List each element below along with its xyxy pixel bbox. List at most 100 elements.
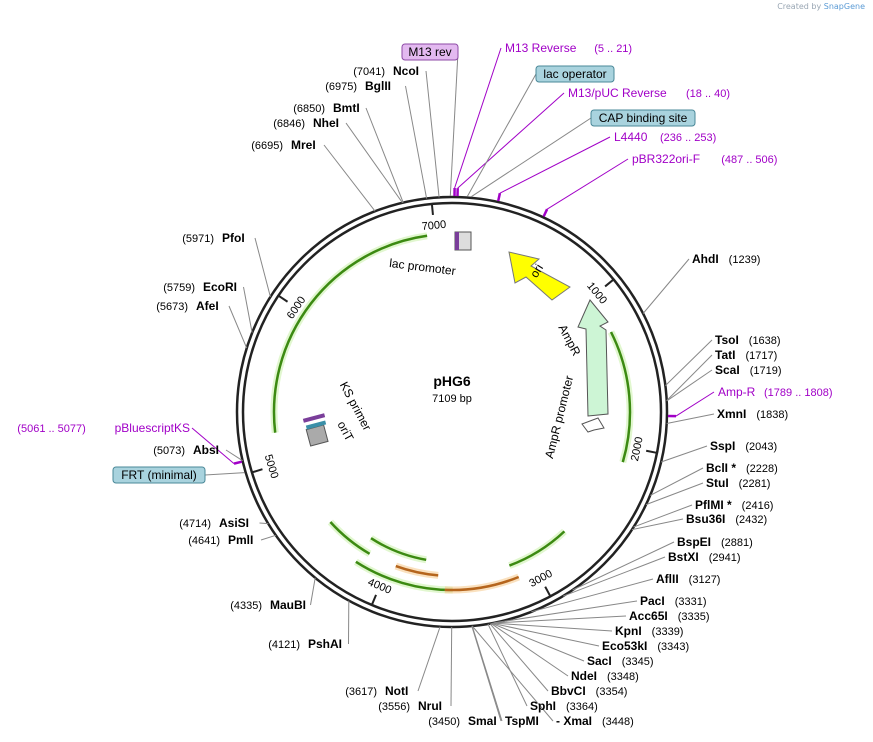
site-position: (3127) (689, 574, 721, 586)
site-name[interactable]: ScaI (715, 363, 740, 377)
site-name[interactable]: NruI (418, 699, 442, 713)
feature-label[interactable]: ori (527, 262, 546, 281)
primer-name[interactable]: L4440 (614, 130, 648, 144)
site-name[interactable]: PshAI (308, 637, 342, 651)
site-name[interactable]: PacI (640, 594, 665, 608)
primer-leader-line (675, 391, 715, 417)
ori-arrow[interactable] (508, 251, 571, 301)
site-name[interactable]: PfoI (222, 231, 245, 245)
site-leader-line (633, 504, 693, 528)
site-name[interactable]: AbsI (193, 443, 219, 457)
snapgene-brand[interactable]: SnapGene (823, 2, 865, 11)
site-name[interactable]: Eco53kI (602, 639, 647, 653)
primer-name[interactable]: M13 Reverse (505, 41, 577, 55)
site-name[interactable]: MreI (291, 138, 316, 152)
site-leader-line (254, 237, 271, 298)
site-name[interactable]: NheI (313, 116, 339, 130)
tick-label: 1000 (584, 280, 609, 307)
site-leader-line (493, 615, 627, 624)
plasmid-size: 7109 bp (432, 393, 472, 405)
site-position: (5073) (153, 445, 185, 457)
feature-box[interactable] (590, 109, 696, 127)
feature-arc-2[interactable] (355, 560, 453, 592)
feature-label[interactable]: lac promoter (389, 256, 457, 278)
site-position: (3339) (652, 626, 684, 638)
site-leader-line (492, 622, 613, 632)
feature-arc-3[interactable] (329, 521, 371, 555)
tick-mark (645, 449, 659, 455)
site-name[interactable]: KpnI (615, 624, 642, 638)
feature-box-label[interactable]: CAP binding site (599, 111, 688, 125)
feature-box[interactable] (535, 65, 615, 83)
primer-name[interactable]: Amp-R (718, 385, 756, 399)
site-name[interactable]: BglII (365, 79, 391, 93)
site-name[interactable]: Acc65I (629, 609, 668, 623)
site-name[interactable]: NdeI (571, 669, 597, 683)
site-name[interactable]: SacI (587, 654, 612, 668)
site-name[interactable]: SspI (710, 439, 735, 453)
site-name[interactable]: EcoRI (203, 280, 237, 294)
site-name[interactable]: StuI (706, 476, 729, 490)
site-name[interactable]: BclI * (706, 461, 736, 475)
ampr-promoter-arrow[interactable] (581, 417, 605, 433)
site-name[interactable]: AsiSI (219, 516, 249, 530)
ampr-arrow[interactable] (577, 299, 609, 417)
site-name[interactable]: TsoI (715, 333, 739, 347)
site-name[interactable]: PmlI (228, 533, 253, 547)
site-name[interactable]: BmtI (333, 101, 360, 115)
primer-name[interactable]: M13/pUC Reverse (568, 86, 667, 100)
site-name[interactable]: PflMI * (695, 498, 732, 512)
primer-name[interactable]: pBR322ori-F (632, 152, 700, 166)
feature-arc-6[interactable] (609, 331, 632, 463)
site-name[interactable]: BbvCI (551, 684, 586, 698)
site-name[interactable]: SmaI (468, 714, 497, 728)
site-name[interactable]: TspMI (505, 714, 539, 728)
ks-primer-glyph[interactable] (302, 413, 326, 423)
site-name[interactable]: Bsu36I (686, 512, 725, 526)
feature-arc-orange-1[interactable] (444, 575, 520, 592)
backbone-outer (235, 195, 669, 629)
feature-box-label[interactable]: lac operator (543, 67, 606, 81)
site-position: (3617) (345, 686, 377, 698)
feature-arc-1[interactable] (272, 234, 428, 433)
center-label: pHG6 7109 bp (432, 373, 472, 405)
feature-box-label[interactable]: M13 rev (408, 45, 451, 59)
site-name[interactable]: AflII (656, 572, 679, 586)
site-name[interactable]: BspEI (677, 535, 711, 549)
site-position: (3348) (607, 671, 639, 683)
site-name[interactable]: AhdI (692, 252, 719, 266)
feature-box-label[interactable]: FRT (minimal) (121, 468, 197, 482)
primer-leader-line (457, 92, 565, 189)
site-name[interactable]: XmnI (717, 407, 746, 421)
feature-box[interactable] (401, 43, 459, 61)
site-leader-line (531, 578, 654, 613)
site-position: (6850) (293, 103, 325, 115)
feature-arc-4[interactable] (370, 537, 427, 562)
box-leader-line (470, 117, 592, 198)
site-leader-line (345, 122, 403, 204)
site-name[interactable]: MauBI (270, 598, 306, 612)
site-position: (2416) (742, 500, 774, 512)
site-name[interactable]: NcoI (393, 64, 419, 78)
tick-mark (250, 468, 263, 474)
feature-arc-5[interactable] (508, 530, 566, 567)
site-name[interactable]: BstXI (668, 550, 699, 564)
site-name[interactable]: TatI (715, 348, 735, 362)
credit-text: Created by (777, 2, 822, 11)
feature-arc-orange-2[interactable] (395, 564, 439, 577)
tick-label: 7000 (421, 219, 447, 233)
primer-name[interactable]: pBluescriptKS (115, 421, 190, 435)
tick-label: 2000 (629, 436, 646, 462)
site-position: (3354) (596, 686, 628, 698)
site-name[interactable]: NotI (385, 684, 408, 698)
site-name[interactable]: - XmaI (556, 714, 592, 728)
site-position: (6846) (273, 118, 305, 130)
feature-label[interactable]: oriT (334, 419, 356, 444)
site-name[interactable]: AfeI (196, 299, 219, 313)
feature-label[interactable]: AmpR promoter (542, 374, 576, 460)
site-name[interactable]: SphI (530, 699, 556, 713)
feature-box[interactable] (112, 466, 206, 484)
site-leader-line (494, 600, 638, 624)
